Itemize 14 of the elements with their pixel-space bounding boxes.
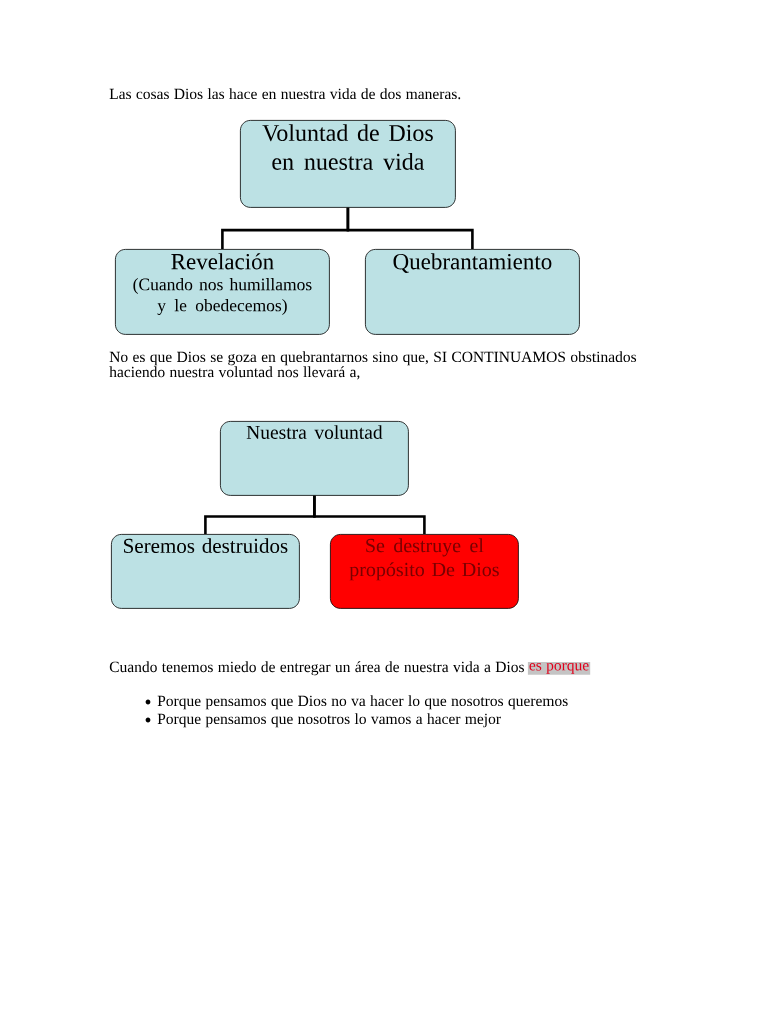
process-box: Nuestra voluntad	[220, 421, 409, 496]
process-box: Revelación (Cuando nos humillamos y le obedecemos)	[115, 249, 330, 335]
connector-line	[346, 207, 474, 249]
paragraph: No es que Dios se goza en quebrantarnos sino que, SI CONTINUAMOS obstinados haciendo nuestra voluntad nos llevará a,	[109, 351, 637, 380]
highlighted-text: es porque	[527, 661, 591, 675]
paragraph: Las cosas Dios las hace en nuestra vida de dos maneras.	[109, 88, 461, 100]
process-box: Voluntad de Dios en nuestra vida	[240, 120, 456, 208]
process-box: Quebrantamiento	[365, 249, 580, 335]
process-box: Seremos destruidos	[111, 534, 300, 609]
process-box: Se destruye el propósito De Dios	[330, 534, 519, 609]
connector-line	[313, 495, 426, 534]
bullet-item: Porque pensamos que Dios no va hacer lo que nosotros queremos	[145, 695, 568, 710]
bullet-item: Porque pensamos que nosotros lo vamos a hacer mejor	[145, 713, 501, 728]
paragraph: Cuando tenemos miedo de entregar un área de nuestra vida a Dios	[109, 661, 524, 676]
